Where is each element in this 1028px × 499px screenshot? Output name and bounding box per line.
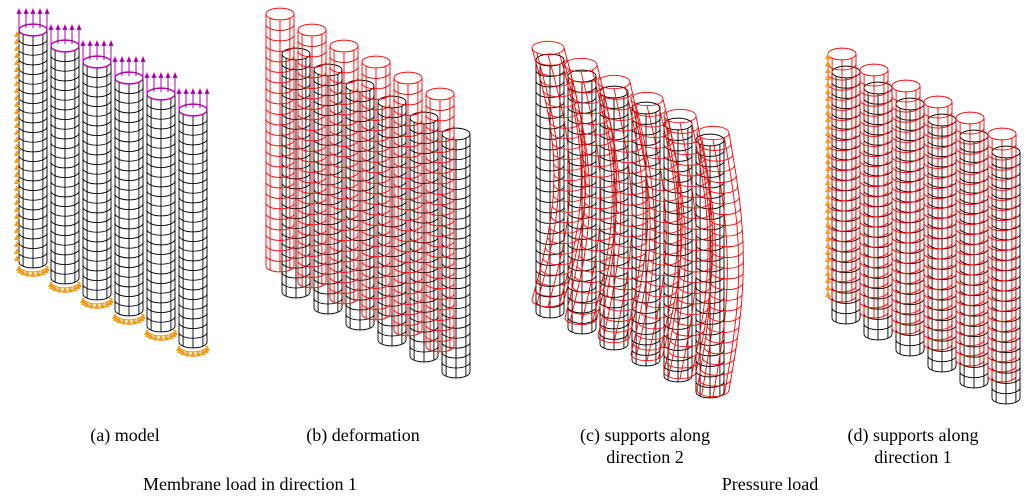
cylinder-mesh-icon: [329, 39, 359, 305]
cylinder-mesh-icon: [50, 39, 80, 285]
cylinder-mesh-icon: [361, 55, 391, 321]
panel-b-deformation: [265, 7, 471, 379]
cylinder-mesh-icon: [891, 79, 921, 335]
cylinder-mesh-icon: [923, 95, 953, 351]
load-arrow-icon: [80, 40, 114, 60]
support-triangle-icon: [176, 345, 210, 357]
cylinder-mesh-icon: [18, 23, 48, 269]
cylinder-mesh-icon: [178, 103, 208, 349]
load-arrow-icon: [112, 56, 146, 76]
caption-supports-direction-2: (c) supports along direction 2: [530, 424, 760, 468]
cylinder-mesh-icon: [114, 71, 144, 317]
cylinder-mesh-icon: [265, 7, 295, 273]
cylinder-mesh-icon: [82, 55, 112, 301]
cylinder-mesh-icon: [696, 125, 744, 398]
support-triangle-icon: [112, 313, 146, 325]
panel-d-supports-direction-1: [825, 47, 1021, 405]
load-arrow-icon: [16, 8, 50, 28]
caption-c-line-1: (c) supports along: [580, 425, 710, 445]
cylinder-mesh-icon: [859, 63, 889, 319]
caption-model: (a) model: [20, 424, 230, 446]
cylinder-mesh-icon: [827, 47, 857, 303]
cylinder-mesh-icon: [425, 87, 455, 353]
load-arrow-icon: [48, 24, 82, 44]
group-title-membrane-load: Membrane load in direction 1: [143, 474, 357, 494]
support-triangle-icon: [80, 297, 114, 309]
load-arrow-icon: [144, 72, 178, 92]
cylinder-mesh-icon: [297, 23, 327, 289]
caption-d-line-1: (d) supports along: [847, 425, 979, 445]
support-triangle-icon: [14, 31, 20, 261]
caption-d-line-2: direction 1: [874, 447, 952, 467]
caption-deformation-line-1: (b) deformation: [306, 425, 420, 445]
cylinder-mesh-icon: [535, 53, 565, 319]
cylinder-mesh-icon: [393, 71, 423, 337]
cylinder-mesh-icon: [564, 57, 618, 326]
caption-c-line-2: direction 2: [606, 447, 684, 467]
cylinder-mesh-icon: [987, 127, 1017, 383]
support-triangle-icon: [144, 329, 178, 341]
panel-c-supports-direction-2: [531, 40, 744, 399]
load-arrow-icon: [176, 88, 210, 108]
support-triangle-icon: [16, 265, 50, 277]
cylinder-mesh-icon: [955, 111, 985, 367]
cylinder-mesh-icon: [146, 87, 176, 333]
group-title-pressure-load: Pressure load: [721, 474, 819, 494]
support-triangle-icon: [825, 53, 831, 297]
caption-supports-direction-1: (d) supports along direction 1: [800, 424, 1026, 468]
panel-a-model: [14, 8, 210, 357]
caption-model-line-1: (a) model: [90, 425, 160, 445]
caption-deformation: (b) deformation: [258, 424, 468, 446]
support-triangle-icon: [48, 281, 82, 293]
